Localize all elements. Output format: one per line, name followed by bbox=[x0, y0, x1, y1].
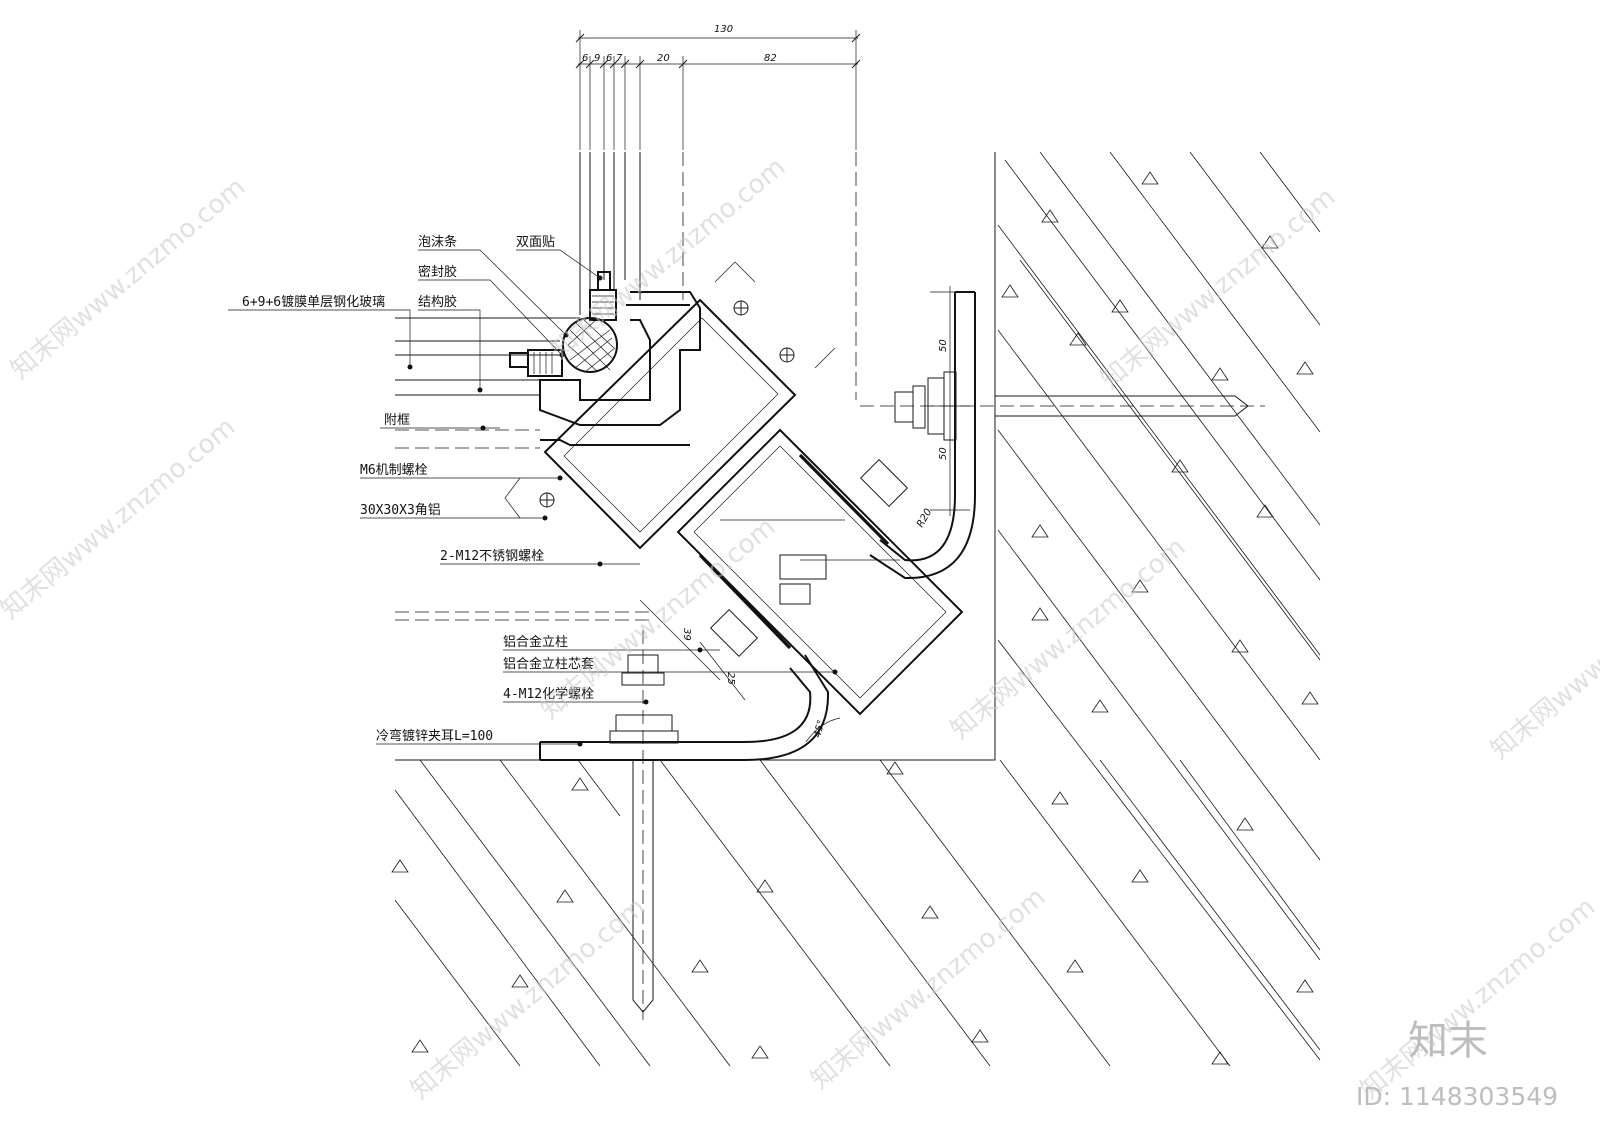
dim-82: 82 bbox=[764, 53, 777, 64]
watermark-text: 知末网www.znzmo.com bbox=[1355, 892, 1600, 1105]
dim-total: 130 bbox=[714, 24, 733, 35]
chemical-bolt-bottom bbox=[609, 630, 679, 1020]
label-foam-strip: 泡沫条 bbox=[418, 234, 457, 250]
side-dimensions: 50 50 R20 39 25 45° bbox=[639, 286, 970, 743]
watermark-text: 知末网www.znzmo.com bbox=[5, 172, 251, 385]
chemical-bolt-right bbox=[860, 371, 1265, 441]
bolt-symbols bbox=[504, 261, 836, 519]
dim-v50b: 50 bbox=[938, 447, 949, 460]
label-mullion-sleeve: 铝合金立柱芯套 bbox=[503, 656, 594, 672]
dim-39: 39 bbox=[681, 628, 692, 641]
watermark-layer: 知末网www.znzmo.com 知末网www.znzmo.com 知末网www… bbox=[0, 152, 1600, 1111]
watermark-text: 知末网www.znzmo.com bbox=[545, 152, 791, 365]
dim-25: 25 bbox=[725, 672, 736, 685]
label-angle-al: 30X30X3角铝 bbox=[360, 503, 441, 518]
leader-lines bbox=[228, 249, 838, 747]
label-sealant: 密封胶 bbox=[418, 264, 457, 280]
label-double-tape: 双面贴 bbox=[516, 235, 555, 250]
concrete-wall-right bbox=[994, 151, 1321, 1061]
label-m12-ss-bolt: 2-M12不锈钢螺栓 bbox=[440, 549, 544, 564]
label-structural-glue: 结构胶 bbox=[418, 294, 457, 310]
top-dimension-chain: 130 6 9 6 7 20 82 bbox=[575, 24, 861, 150]
image-id: ID: 1148303549 bbox=[1356, 1082, 1558, 1111]
label-chem-bolt: 4-M12化学螺栓 bbox=[503, 686, 594, 702]
dim-9: 9 bbox=[594, 53, 600, 64]
label-glass: 6+9+6镀膜单层钢化玻璃 bbox=[242, 294, 385, 310]
dim-20: 20 bbox=[657, 53, 670, 64]
dim-6b: 6 bbox=[606, 53, 612, 64]
dim-v50a: 50 bbox=[938, 339, 949, 352]
corner-frame-profile bbox=[509, 271, 964, 716]
watermark-text: 知末网www.znzmo.com bbox=[0, 412, 241, 625]
label-mullion: 铝合金立柱 bbox=[503, 634, 568, 650]
dim-45: 45° bbox=[812, 719, 827, 739]
dim-7: 7 bbox=[616, 53, 623, 64]
label-sub-frame: 附框 bbox=[384, 413, 410, 428]
watermark-text: 知末网www.znzmo.com bbox=[805, 882, 1051, 1095]
watermark-text: 知末网www.znzmo.com bbox=[405, 892, 651, 1105]
dim-6a: 6 bbox=[582, 53, 588, 64]
bent-bracket-bottom bbox=[539, 654, 830, 761]
glass-panel bbox=[395, 152, 857, 621]
annotation-labels: 泡沫条 双面贴 密封胶 6+9+6镀膜单层钢化玻璃 结构胶 附框 M6机制螺栓 … bbox=[242, 234, 594, 744]
watermark-text: 知末网www.znzmo.com bbox=[535, 512, 781, 725]
label-bracket: 冷弯镀锌夹耳L=100 bbox=[376, 728, 493, 744]
watermark-text: 知末网www.znzmo.com bbox=[1485, 552, 1600, 765]
concrete-wall-bottom bbox=[391, 742, 1321, 1067]
label-m6-bolt: M6机制螺栓 bbox=[360, 463, 428, 478]
m12-bolt-pair bbox=[709, 458, 909, 658]
brand-mark: 知末 bbox=[1408, 1018, 1488, 1064]
